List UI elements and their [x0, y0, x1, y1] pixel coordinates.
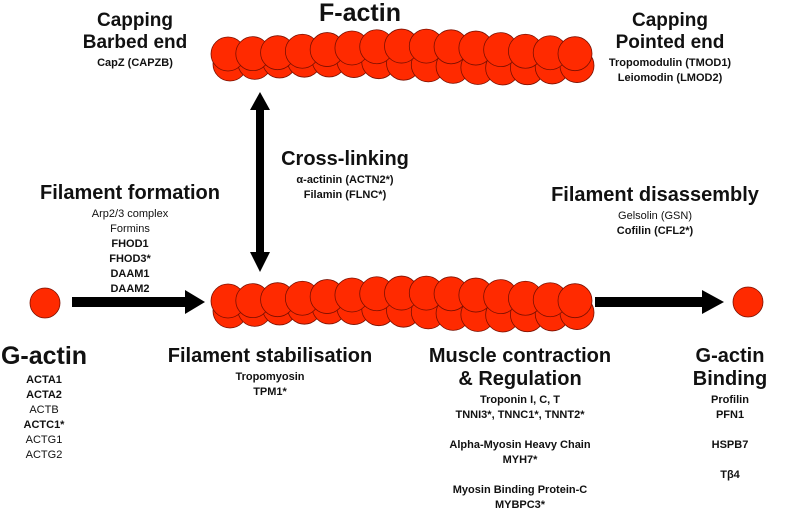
filament-formation-item: FHOD1 — [111, 238, 149, 250]
f-actin-title-text: F-actin — [319, 0, 401, 27]
disassembly-arrow — [595, 290, 724, 314]
g-actin-item: ACTG2 — [25, 448, 63, 461]
filament-formation-item: DAAM1 — [110, 268, 150, 280]
muscle-contraction-item: MYBPC3* — [494, 499, 546, 511]
filament-stabilisation-item: Tropomyosin — [235, 371, 305, 383]
g-actin-item: ACTA2 — [26, 388, 62, 401]
muscle-contraction-item: TNNI3*, TNNC1*, TNNT2* — [455, 409, 585, 421]
g-actin-binding-item: Profilin — [711, 394, 749, 406]
f-actin-filament-bottom — [210, 275, 595, 333]
g-actin-monomer-right — [732, 286, 764, 318]
muscle-contraction-item: MYH7* — [502, 454, 538, 466]
g-actin-binding-heading: G-actin Binding — [692, 345, 768, 390]
capping-barbed-section: Capping Barbed end CapZ (CAPZB) — [60, 10, 210, 71]
capping-pointed-item: Leiomodin (LMOD2) — [617, 71, 723, 84]
formation-arrow — [72, 290, 205, 314]
filament-formation-heading: Filament formation — [39, 182, 220, 204]
muscle-contraction-item: Alpha-Myosin Heavy Chain — [449, 439, 591, 451]
filament-formation-item: FHOD3* — [109, 253, 151, 265]
capping-pointed-heading: Capping Pointed end — [615, 10, 725, 53]
g-actin-binding-section: G-actin Binding Profilin PFN1 HSPB7 Tβ4 — [680, 345, 780, 483]
f-actin-filament-top — [210, 28, 595, 86]
cross-linking-item: α-actinin (ACTN2*) — [296, 174, 394, 186]
actin-subunit — [557, 283, 593, 319]
cross-linking-item: Filamin (FLNC*) — [303, 189, 387, 201]
filament-formation-item: Formins — [110, 223, 150, 235]
g-actin-heading: G-actin — [0, 342, 88, 370]
filament-formation-item: DAAM2 — [110, 283, 150, 295]
f-actin-title: F-actin — [290, 0, 430, 28]
capping-barbed-heading: Capping Barbed end — [82, 10, 188, 53]
spacer — [680, 453, 780, 468]
g-actin-item: ACTA1 — [26, 373, 62, 386]
g-actin-item: ACTC1* — [23, 418, 65, 431]
muscle-contraction-section: Muscle contraction & Regulation Troponin… — [410, 345, 630, 513]
filament-formation-section: Filament formation Arp2/3 complex Formin… — [20, 182, 240, 297]
g-actin-item: ACTB — [29, 403, 59, 416]
filament-disassembly-item: Cofilin (CFL2*) — [616, 225, 694, 237]
actin-subunit — [557, 36, 593, 72]
cross-linking-arrow — [250, 92, 270, 272]
muscle-contraction-item: Troponin I, C, T — [479, 394, 561, 406]
filament-stabilisation-section: Filament stabilisation Tropomyosin TPM1* — [160, 345, 380, 400]
capping-pointed-section: Capping Pointed end Tropomodulin (TMOD1)… — [570, 10, 770, 86]
cross-linking-section: Cross-linking α-actinin (ACTN2*) Filamin… — [270, 148, 420, 203]
spacer — [410, 423, 630, 438]
spacer — [680, 423, 780, 438]
filament-disassembly-heading: Filament disassembly — [551, 184, 759, 206]
g-actin-binding-item: HSPB7 — [711, 439, 749, 451]
spacer — [410, 468, 630, 483]
g-actin-binding-item: PFN1 — [715, 409, 745, 421]
muscle-contraction-heading: Muscle contraction & Regulation — [428, 345, 612, 390]
arrows — [72, 92, 724, 314]
filament-stabilisation-item: TPM1* — [253, 386, 287, 398]
capping-barbed-item: CapZ (CAPZB) — [97, 56, 173, 69]
g-actin-monomer-left — [29, 287, 61, 319]
filament-formation-item: Arp2/3 complex — [91, 208, 169, 220]
filament-stabilisation-heading: Filament stabilisation — [167, 345, 373, 367]
g-actin-item: ACTG1 — [25, 433, 63, 446]
filament-disassembly-section: Filament disassembly Gelsolin (GSN) Cofi… — [540, 184, 770, 239]
g-actin-section: G-actin ACTA1 ACTA2 ACTB ACTC1* ACTG1 AC… — [0, 342, 88, 463]
filament-disassembly-item: Gelsolin (GSN) — [618, 210, 692, 222]
capping-pointed-item: Tropomodulin (TMOD1) — [608, 56, 732, 69]
g-actin-binding-item: Tβ4 — [720, 469, 740, 481]
muscle-contraction-item: Myosin Binding Protein-C — [452, 484, 588, 496]
cross-linking-heading: Cross-linking — [281, 148, 409, 170]
